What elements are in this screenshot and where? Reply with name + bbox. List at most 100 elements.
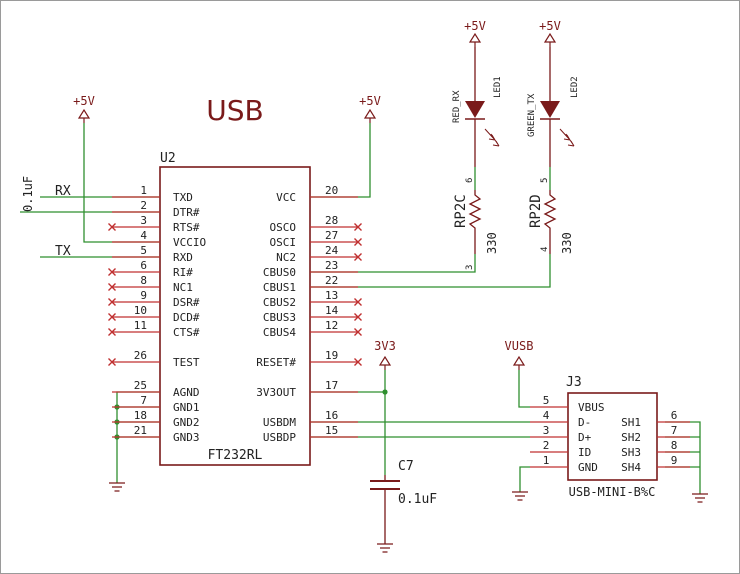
pin-name: OSCO <box>270 221 297 234</box>
pin-name: ID <box>578 446 591 459</box>
pin-number: 4 <box>543 409 550 422</box>
pin-name: RXD <box>173 251 193 264</box>
pin-number: 13 <box>325 289 338 302</box>
pin-number: 10 <box>134 304 147 317</box>
pin-number: 9 <box>140 289 147 302</box>
pin-number: 27 <box>325 229 338 242</box>
resistor-ref: RP2D <box>528 194 544 228</box>
pin-name: CBUS4 <box>263 326 296 339</box>
led-ref: LED1 <box>493 76 503 98</box>
pin-number: 15 <box>325 424 338 437</box>
pin-name: TEST <box>173 356 200 369</box>
net-label-3v3: 3V3 <box>374 339 396 353</box>
net-label-rx: RX <box>55 184 71 199</box>
no-connect-mark <box>354 298 362 306</box>
pin-name: NC2 <box>276 251 296 264</box>
chip-left-pins: 1TXD2DTR#3RTS#4VCCIO5RXD6RI#8NC19DSR#10D… <box>108 184 206 444</box>
led-red-rx: RED_RX LED1 <box>452 47 503 167</box>
pin-name: CBUS1 <box>263 281 296 294</box>
resistor-rp2c: RP2C 330 6 3 <box>453 178 499 270</box>
pin-number: 8 <box>671 439 678 452</box>
resistor-value: 330 <box>560 232 574 254</box>
pin-number: 9 <box>671 454 678 467</box>
pin-name: RI# <box>173 266 193 279</box>
pin-name: USBDP <box>263 431 296 444</box>
supply-label: +5V <box>539 19 561 33</box>
led-green-tx: GREEN_TX LED2 <box>527 47 580 167</box>
led-name: RED_RX <box>452 90 462 123</box>
pin-number: 23 <box>325 259 338 272</box>
no-connect-mark <box>354 238 362 246</box>
net-label-vusb: VUSB <box>505 339 534 353</box>
pin-number: 3 <box>140 214 147 227</box>
pin-name: VCCIO <box>173 236 206 249</box>
pin-name: GND3 <box>173 431 200 444</box>
pin-name: RTS# <box>173 221 200 234</box>
pin-number: 1 <box>543 454 550 467</box>
pin-name: D+ <box>578 431 592 444</box>
pin-number: 25 <box>134 379 147 392</box>
supply-5v-led1: +5V <box>464 19 486 47</box>
pin-name: RESET# <box>256 356 296 369</box>
pin-number: 5 <box>140 244 147 257</box>
supply-label: +5V <box>73 94 95 108</box>
no-connect-mark <box>108 313 116 321</box>
pin-name: GND <box>578 461 598 474</box>
pin-number: 11 <box>134 319 147 332</box>
pin-number: 28 <box>325 214 338 227</box>
capacitor-c7: C7 0.1uF <box>370 459 437 544</box>
pin-name: SH2 <box>621 431 641 444</box>
pin-name: OSCI <box>270 236 297 249</box>
pin-name: DCD# <box>173 311 200 324</box>
capacitor-value: 0.1uF <box>398 492 437 507</box>
connector-value: USB-MINI-B%C <box>569 485 656 499</box>
pin-number: 24 <box>325 244 339 257</box>
pin-number: 7 <box>671 424 678 437</box>
supply-vusb: VUSB <box>505 339 534 370</box>
pin-number: 12 <box>325 319 338 332</box>
pin-number: 20 <box>325 184 338 197</box>
no-connect-mark <box>354 253 362 261</box>
resistor-pin: 3 <box>465 265 475 270</box>
pin-name: 3V3OUT <box>256 386 296 399</box>
pin-name: CTS# <box>173 326 200 339</box>
pin-name: VBUS <box>578 401 605 414</box>
no-connect-mark <box>108 283 116 291</box>
pin-number: 4 <box>140 229 147 242</box>
pin-number: 8 <box>140 274 147 287</box>
resistor-ref: RP2C <box>453 194 469 228</box>
net-label-0-1uf: 0.1uF <box>21 176 35 212</box>
supply-5v-led2: +5V <box>539 19 561 47</box>
no-connect-mark <box>354 328 362 336</box>
pin-number: 1 <box>140 184 147 197</box>
no-connect-mark <box>354 358 362 366</box>
pin-name: CBUS2 <box>263 296 296 309</box>
chip-ref: U2 <box>160 151 176 166</box>
resistor-rp2d: RP2D 330 5 4 <box>528 178 574 254</box>
pin-name: GND2 <box>173 416 200 429</box>
supply-3v3: 3V3 <box>374 339 396 370</box>
pin-number: 19 <box>325 349 338 362</box>
pin-number: 17 <box>325 379 338 392</box>
pin-number: 14 <box>325 304 339 317</box>
pin-name: VCC <box>276 191 296 204</box>
pin-number: 6 <box>140 259 147 272</box>
no-connect-mark <box>108 298 116 306</box>
supply-label: +5V <box>464 19 486 33</box>
pin-name: CBUS3 <box>263 311 296 324</box>
pin-name: TXD <box>173 191 193 204</box>
pin-number: 2 <box>543 439 550 452</box>
no-connect-mark <box>108 328 116 336</box>
pin-number: 16 <box>325 409 338 422</box>
pin-name: SH4 <box>621 461 641 474</box>
pin-name: AGND <box>173 386 200 399</box>
supply-5v-left: +5V <box>73 94 95 123</box>
no-connect-mark <box>108 268 116 276</box>
pin-name: USBDM <box>263 416 296 429</box>
pin-number: 3 <box>543 424 550 437</box>
no-connect-mark <box>354 313 362 321</box>
pin-number: 6 <box>671 409 678 422</box>
pin-name: CBUS0 <box>263 266 296 279</box>
